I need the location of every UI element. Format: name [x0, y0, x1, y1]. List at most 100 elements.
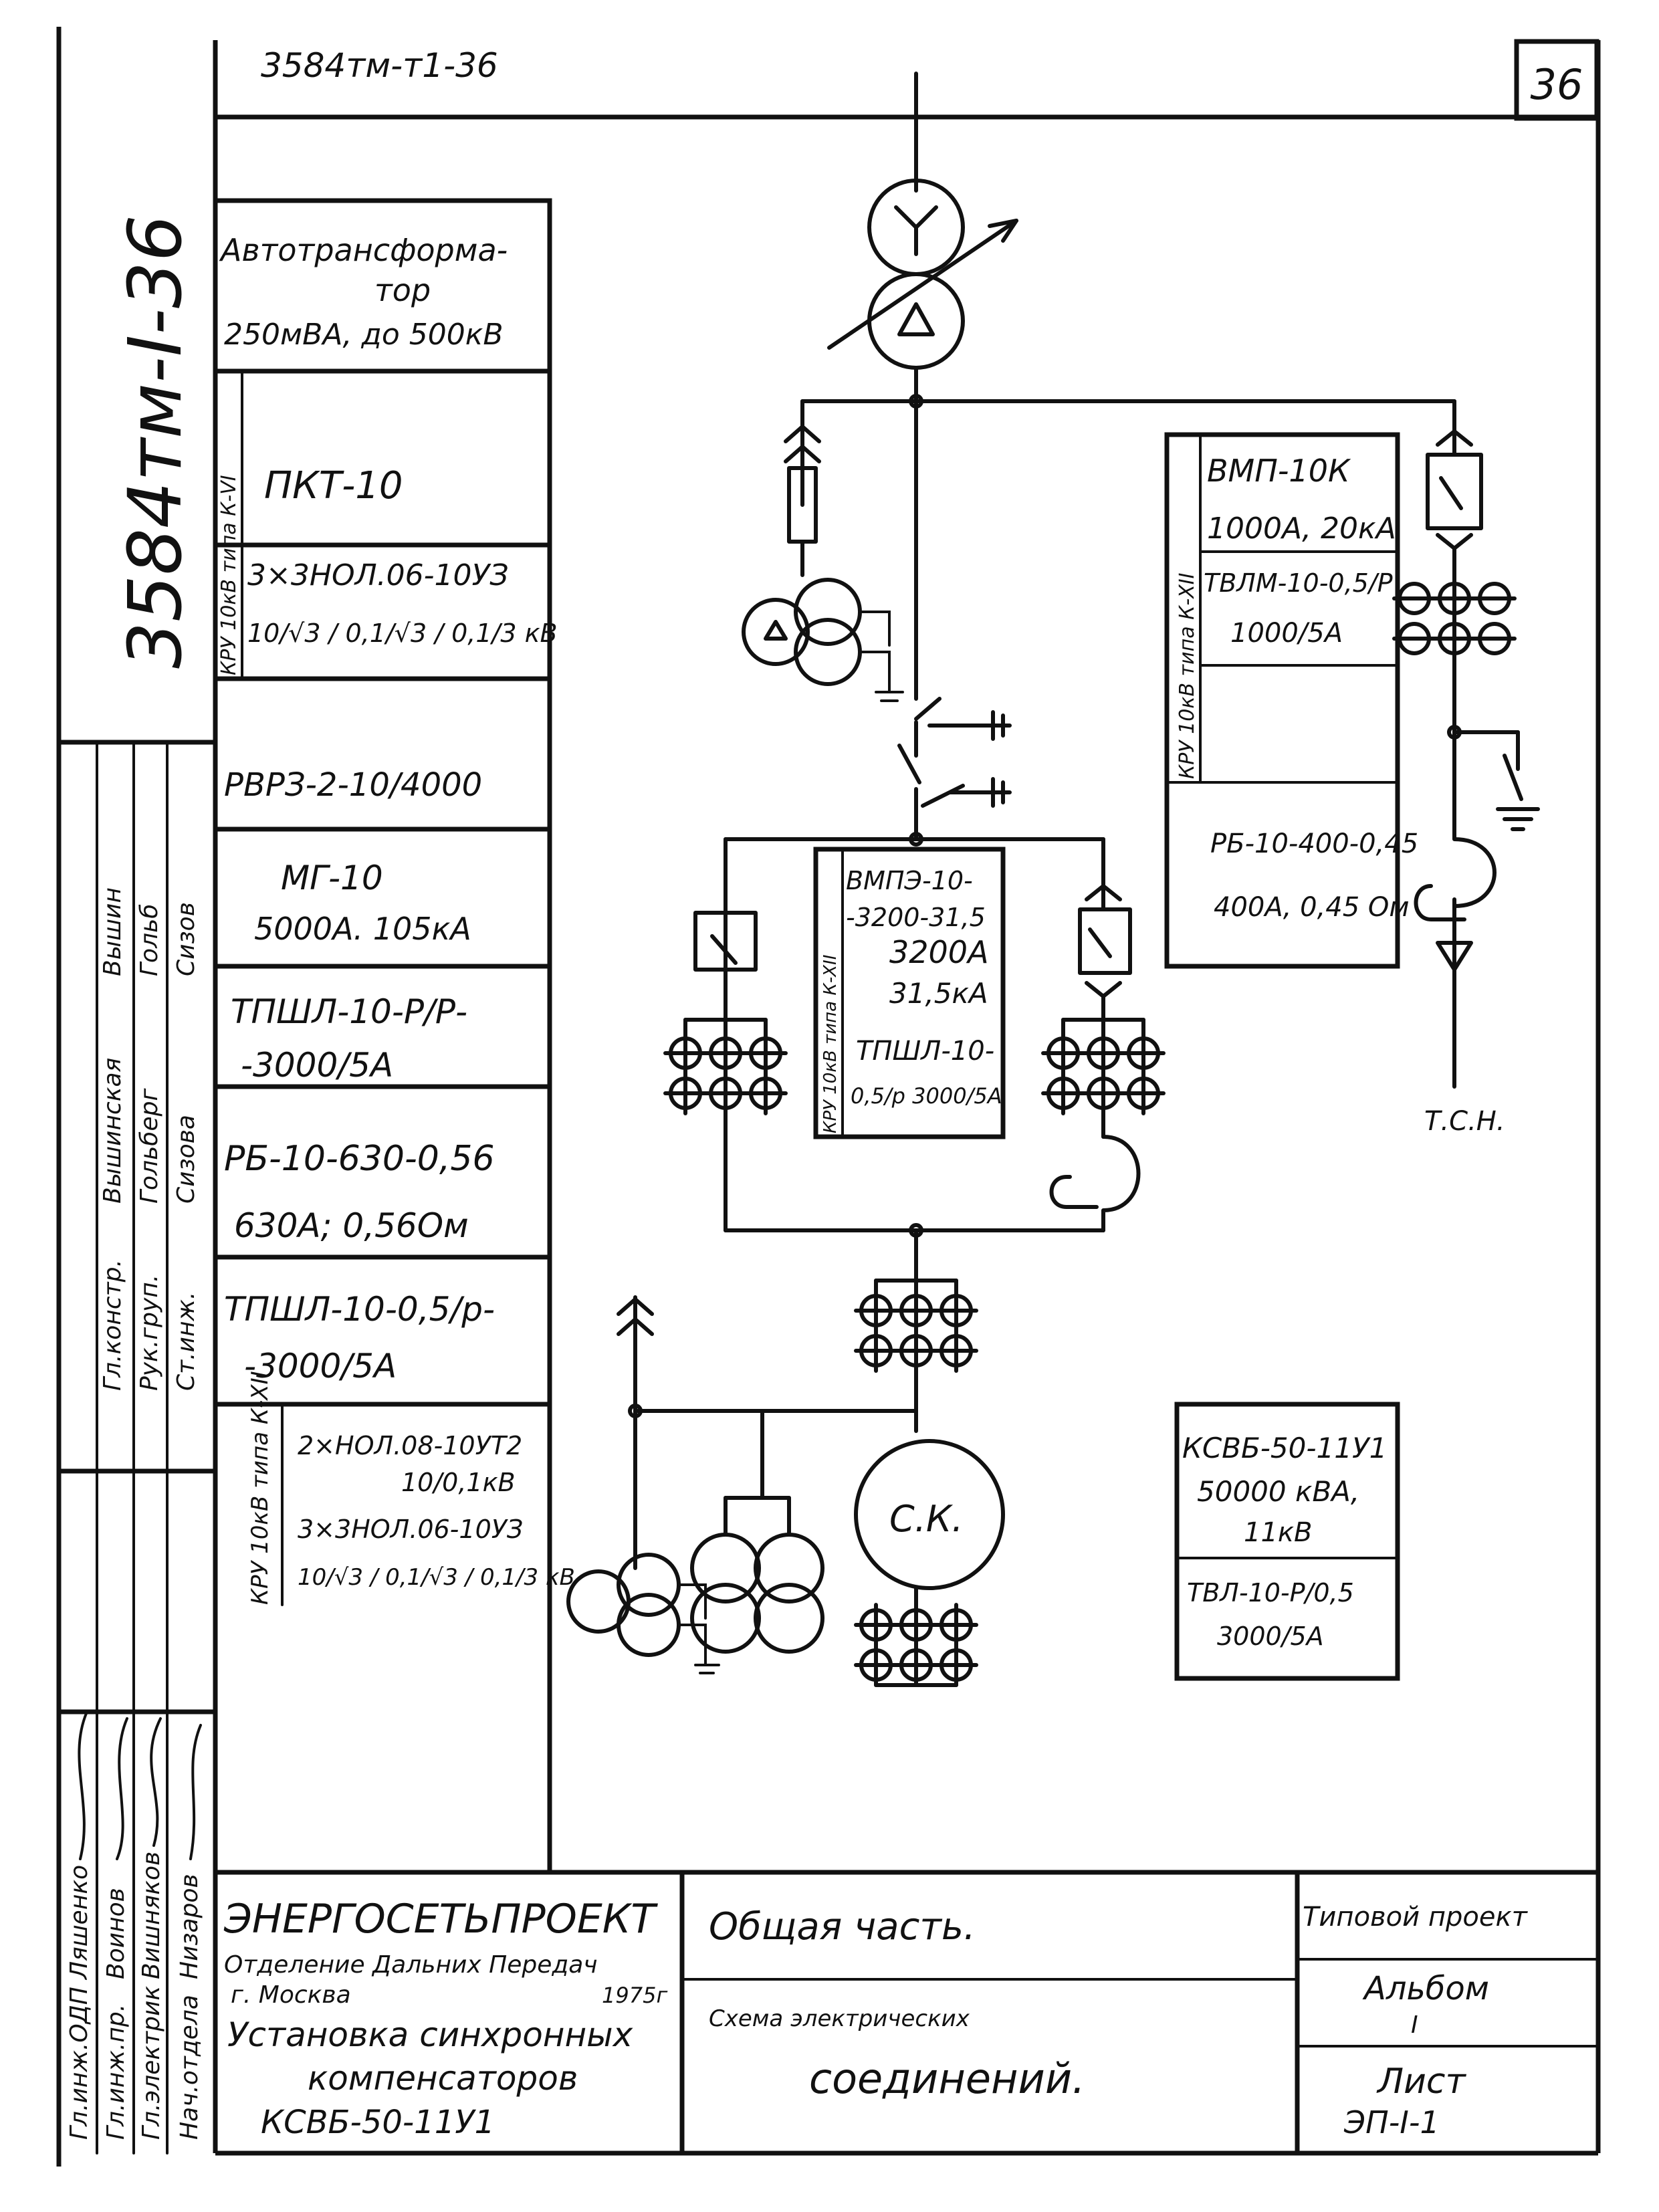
spec-autotr-2: тор — [374, 272, 431, 308]
spec-rb630-2: 630А; 0,56Ом — [234, 1206, 469, 1245]
spec-bottom-1: 2×НОЛ.08-10УТ2 — [298, 1431, 522, 1460]
ct-group-sk-bottom — [854, 1603, 978, 1687]
compensator-label: С.К. — [889, 1498, 963, 1540]
vmp-box — [1164, 432, 1400, 969]
sign-role-5: Гл.инж.пр. — [102, 2004, 130, 2140]
aux-branch — [1392, 399, 1540, 1089]
sign-mark-3: Сизов — [173, 902, 200, 976]
spec-tpshl2-2: -3000/5А — [244, 1347, 397, 1386]
vmpe-4: 31,5кА — [889, 977, 988, 1010]
title-dept: Отделение Дальних Передач — [224, 1951, 598, 1979]
vt-delta-icon — [742, 598, 810, 666]
withdrawable-breaker-icon — [1078, 907, 1132, 975]
spec-autotr-3: 250мВА, до 500кВ — [224, 318, 504, 352]
handwritten-signatures — [78, 1710, 202, 1860]
spec-bottom-3: 3×3НОЛ.06-10УЗ — [298, 1515, 523, 1544]
sign-mark-1: Вышин — [99, 887, 126, 976]
spec-autotr-1: Автотрансформа- — [219, 232, 508, 268]
vmpe-6: 0,5/р 3000/5А — [851, 1083, 1002, 1109]
vmpe-2: -3200-31,5 — [846, 903, 986, 932]
spec-tpshl2-1: ТПШЛ-10-0,5/р- — [224, 1290, 495, 1329]
regulating-arrow — [827, 219, 1018, 350]
tsn-label: Т.С.Н. — [1424, 1106, 1505, 1137]
vt-y-icon — [794, 578, 862, 646]
vmp-6: 400А, 0,45 Ом — [1214, 892, 1410, 923]
spec-rb630-1: РБ-10-630-0,56 — [224, 1139, 495, 1179]
spec-tpshl1-2: -3000/5А — [241, 1046, 393, 1085]
spec-bottom-4: 10/√3 / 0,1/√3 / 0,1/3 кВ — [298, 1564, 575, 1591]
title-project-3: КСВБ-50-11У1 — [261, 2104, 495, 2141]
ksvb-1: КСВБ-50-11У1 — [1182, 1432, 1387, 1464]
vmpe-side-label: КРУ 10кВ типа К-XII — [820, 955, 841, 1133]
vmpe-1: ВМПЭ-10- — [846, 866, 973, 895]
spec-znol-1: 3×3НОЛ.06-10УЗ — [247, 558, 509, 592]
circuit-breaker-icon — [693, 911, 758, 972]
sign-role-2: Рук.груп. — [136, 1275, 163, 1391]
sign-name-4: Ляшенко — [66, 1865, 93, 1981]
neutral-vt-branch — [566, 1295, 918, 1674]
vmpe-box — [813, 847, 1006, 1139]
vmp-4: 1000/5А — [1230, 618, 1343, 649]
top-code: 3584тм-т1-36 — [261, 46, 498, 85]
sign-name-1: Вышинская — [99, 1058, 126, 1204]
spec-kru-bottom-label: КРУ 10кВ типа К-XII — [247, 1371, 273, 1605]
sign-role-6: Гл.электрик — [138, 1986, 165, 2140]
signature-columns: Гл.констр. Рук.груп. Ст.инж. Вышинская Г… — [66, 887, 203, 2140]
spec-table — [213, 198, 552, 1875]
sign-name-5: Воинов — [102, 1888, 130, 1979]
reactor-rb-icon — [1101, 1135, 1141, 1232]
synchronous-compensator-icon — [854, 1439, 1005, 1590]
title-part: Общая часть. — [709, 1905, 976, 1949]
compensator-branch — [854, 1223, 1005, 1687]
ksvb-5: 3000/5А — [1217, 1622, 1324, 1651]
title-album-label: Альбом — [1362, 1970, 1489, 2007]
title-sheet-num: ЭП-I-1 — [1343, 2104, 1440, 2140]
ksvb-box — [1174, 1402, 1400, 1681]
generator-cell-right — [1041, 837, 1166, 1232]
sign-role-1: Гл.констр. — [99, 1259, 126, 1391]
main-incomer — [800, 72, 1456, 409]
spec-kru-top-label: КРУ 10кВ типа К-VI — [217, 475, 241, 675]
ksvb-2: 50000 кВА, — [1197, 1475, 1359, 1508]
title-scheme-small: Схема электрических — [709, 2005, 970, 2032]
aux-breaker-icon — [1426, 453, 1483, 530]
earth-switch-icon — [927, 710, 1012, 741]
ct-group-aux — [1392, 582, 1517, 655]
sign-mark-2: Гольб — [136, 903, 163, 976]
spec-znol-2: 10/√3 / 0,1/√3 / 0,1/3 кВ — [247, 619, 558, 648]
ct-group-sk-top — [854, 1279, 978, 1373]
disconnect-plug-icon — [784, 425, 821, 463]
spec-tpshl1-1: ТПШЛ-10-Р/Р- — [231, 992, 467, 1031]
sign-name-7: Низаров — [176, 1874, 203, 1979]
sign-name-2: Гольберг — [136, 1087, 163, 1204]
title-city: г. Москва — [231, 1981, 351, 2009]
sign-name-3: Сизова — [173, 1115, 200, 1204]
sign-role-4: Гл.инж.ОДП — [66, 1987, 93, 2140]
title-project-2: компенсаторов — [308, 2059, 578, 2098]
ksvb-4: ТВЛ-10-Р/0,5 — [1187, 1578, 1354, 1608]
side-code: 3584тм-I-36 — [112, 215, 198, 669]
title-type-project: Типовой проект — [1303, 1902, 1529, 1932]
spec-mg-1: МГ-10 — [281, 859, 383, 897]
left-vt-branch — [742, 399, 904, 702]
generator-cell-left — [663, 837, 1105, 1232]
title-block — [215, 1870, 1599, 2153]
title-project-1: Установка синхронных — [227, 2015, 633, 2054]
page-number: 36 — [1531, 60, 1583, 109]
vmp-3: ТВЛМ-10-0,5/Р — [1204, 568, 1393, 598]
sign-role-3: Ст.инж. — [173, 1292, 200, 1391]
title-scheme-big: соединений. — [809, 2054, 1085, 2103]
vmp-5: РБ-10-400-0,45 — [1210, 828, 1418, 859]
ksvb-3: 11кВ — [1244, 1517, 1313, 1548]
vmp-1: ВМП-10К — [1207, 453, 1351, 489]
spec-pkt: ПКТ-10 — [264, 464, 403, 508]
title-sheet-label: Лист — [1376, 2062, 1466, 2102]
sign-name-6: Вишняков — [138, 1852, 165, 1979]
spec-mg-2: 5000А. 105кА — [254, 911, 471, 947]
title-org: ЭНЕРГОСЕТЬПРОЕКТ — [223, 1896, 658, 1943]
ct-group-left — [663, 1018, 788, 1115]
vmp-side-label: КРУ 10кВ типа К-XII — [1176, 572, 1199, 779]
title-year: 1975г — [602, 1983, 667, 2008]
vmpe-5: ТПШЛ-10- — [856, 1036, 994, 1067]
